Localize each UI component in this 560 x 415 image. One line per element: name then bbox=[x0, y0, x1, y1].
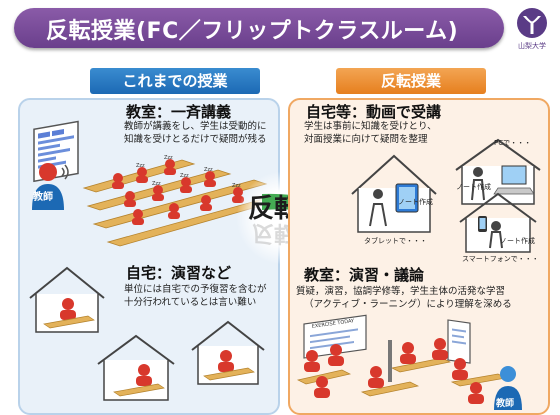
logo-name: 山梨大学 bbox=[518, 42, 546, 50]
traditional-classroom-desc-2: 知識を受けとるだけで疑問が残る bbox=[124, 134, 267, 145]
home-tablet-illustration bbox=[351, 154, 437, 233]
traditional-home-desc-1: 単位には自宅での予復習を含むが bbox=[124, 284, 267, 295]
title-banner: 反転授業(FC／フリップトクラスルーム) bbox=[14, 8, 504, 48]
teacher-label: 教師 bbox=[33, 192, 53, 203]
pc-label: PCで・・・ bbox=[494, 139, 532, 147]
flipped-classroom-desc-2: （アクティブ・ラーニング）により理解を深める bbox=[304, 299, 512, 310]
home-study-illustration-3 bbox=[191, 320, 265, 385]
note-label-1: ノート作成 bbox=[398, 198, 433, 206]
smartphone-label: スマートフォンで・・・ bbox=[462, 255, 539, 263]
tablet-label: タブレットで・・・ bbox=[364, 237, 427, 245]
flipped-home-desc-1: 学生は事前に知識を受けとり、 bbox=[304, 121, 437, 132]
svg-text:Zzz: Zzz bbox=[152, 181, 161, 187]
home-study-illustration-1 bbox=[29, 266, 105, 333]
traditional-classroom-desc-1: 教師が講義をし、学生は受動的に bbox=[124, 121, 267, 132]
traditional-column-header: これまでの授業 bbox=[90, 68, 260, 94]
svg-text:Zzz: Zzz bbox=[164, 155, 173, 161]
teacher-figure-icon bbox=[32, 163, 69, 210]
home-study-illustration-2 bbox=[97, 334, 175, 401]
traditional-classroom-heading: 教室：一斉講義 bbox=[126, 103, 232, 121]
page-title: 反転授業(FC／フリップトクラスルーム) bbox=[46, 19, 459, 44]
flipped-classroom-heading: 教室：演習・議論 bbox=[304, 266, 425, 284]
note-label-2: ノート作成 bbox=[456, 183, 491, 191]
svg-text:Zzz: Zzz bbox=[180, 173, 189, 179]
university-logo: 山梨大学 bbox=[512, 6, 552, 54]
svg-text:Zzz: Zzz bbox=[232, 183, 241, 189]
traditional-home-desc-2: 十分行われているとは言い難い bbox=[124, 297, 257, 308]
traditional-home-heading: 自宅：演習など bbox=[126, 264, 232, 282]
home-smartphone-illustration bbox=[459, 192, 537, 253]
home-pc-illustration bbox=[455, 138, 541, 205]
logo-mark-icon bbox=[517, 8, 547, 38]
flipped-classroom-desc-1: 質疑，演習，協調学修等，学生主体の活発な学習 bbox=[296, 286, 506, 297]
flipped-column-header: 反転授業 bbox=[336, 68, 486, 94]
active-learning-illustration: EXERCISE TODAY bbox=[296, 314, 522, 410]
flipped-home-heading: 自宅等：動画で受講 bbox=[306, 103, 442, 121]
note-label-3: ノート作成 bbox=[500, 237, 535, 245]
flipped-home-desc-2: 対面授業に向けて疑問を整理 bbox=[304, 134, 428, 145]
svg-text:Zzz: Zzz bbox=[204, 167, 213, 173]
flipped-teacher-label: 教師 bbox=[496, 399, 515, 409]
svg-text:Zzz: Zzz bbox=[136, 163, 145, 169]
